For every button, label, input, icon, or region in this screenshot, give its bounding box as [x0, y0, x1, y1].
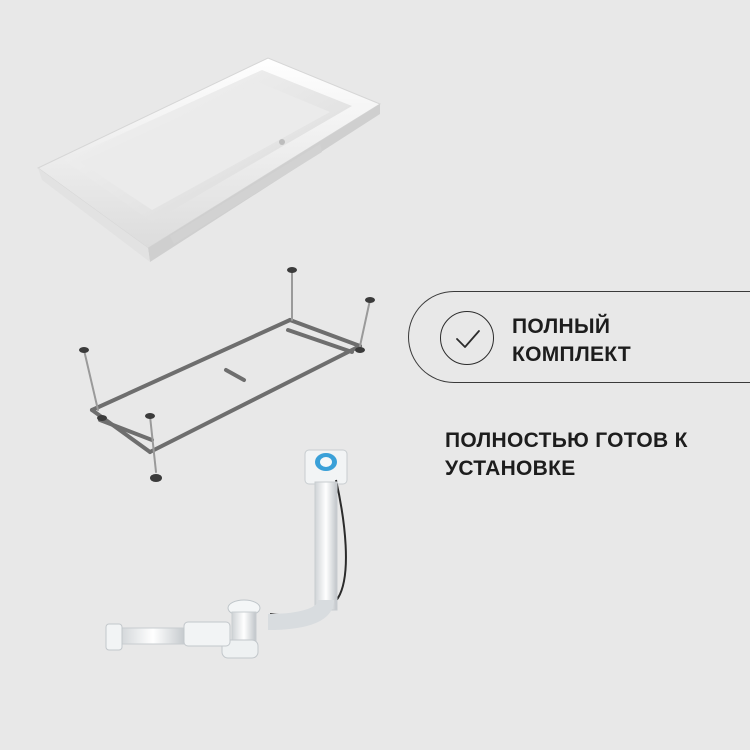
feature-pill [408, 291, 750, 383]
bathtub-frame-image [79, 267, 375, 482]
feature-line-1: ПОЛНЫЙ [512, 315, 611, 338]
checkmark-circle-icon [440, 311, 494, 365]
feature-line-2: КОМПЛЕКТ [512, 343, 632, 366]
ready-to-install-text: ПОЛНОСТЬЮ ГОТОВ К УСТАНОВКЕ [445, 429, 688, 480]
drain-kit-image [105, 449, 348, 659]
bathtub-image [37, 57, 382, 262]
feature-label: ПОЛНЫЙ КОМПЛЕКТ [512, 313, 631, 369]
